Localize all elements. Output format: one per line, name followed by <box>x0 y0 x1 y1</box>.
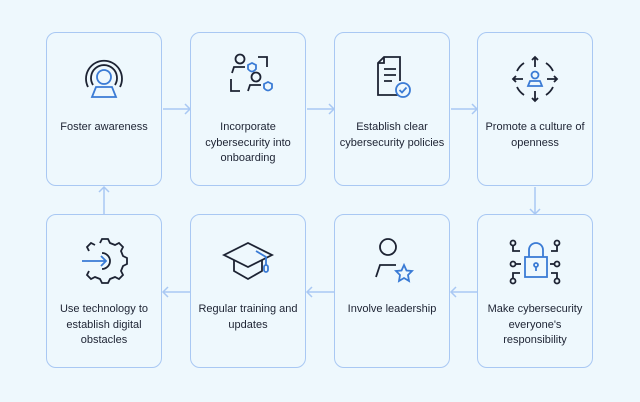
gear-arrow-icon <box>82 238 128 284</box>
step-responsibility: Make cybersecurity everyone's responsibi… <box>477 214 593 368</box>
graduation-cap-icon <box>221 241 275 281</box>
step-label: Involve leadership <box>347 303 437 315</box>
step-policies: Establish clear cybersecurity policies <box>334 32 450 186</box>
step-label: Regular training and updates <box>198 303 298 331</box>
step-leadership: Involve leadership <box>334 214 450 368</box>
person-star-icon <box>375 238 414 283</box>
step-openness: Promote a culture of openness <box>477 32 593 186</box>
step-label: Make cybersecurity everyone's responsibi… <box>487 303 583 346</box>
step-label: Incorporate cybersecurity into onboardin… <box>205 121 291 164</box>
users-shield-icon <box>230 53 273 92</box>
step-label: Promote a culture of openness <box>485 121 585 149</box>
lock-circuit-icon <box>509 239 561 285</box>
step-foster-awareness: Foster awareness <box>46 32 162 186</box>
step-technology: Use technology to establish digital obst… <box>46 214 162 368</box>
radar-person-icon <box>85 59 123 98</box>
document-check-icon <box>377 56 411 98</box>
step-label: Use technology to establish digital obst… <box>59 303 149 346</box>
step-onboarding: Incorporate cybersecurity into onboardin… <box>190 32 306 186</box>
step-label: Establish clear cybersecurity policies <box>339 121 445 149</box>
step-label: Foster awareness <box>60 121 148 133</box>
person-arrows-icon <box>511 55 559 103</box>
step-training: Regular training and updates <box>190 214 306 368</box>
